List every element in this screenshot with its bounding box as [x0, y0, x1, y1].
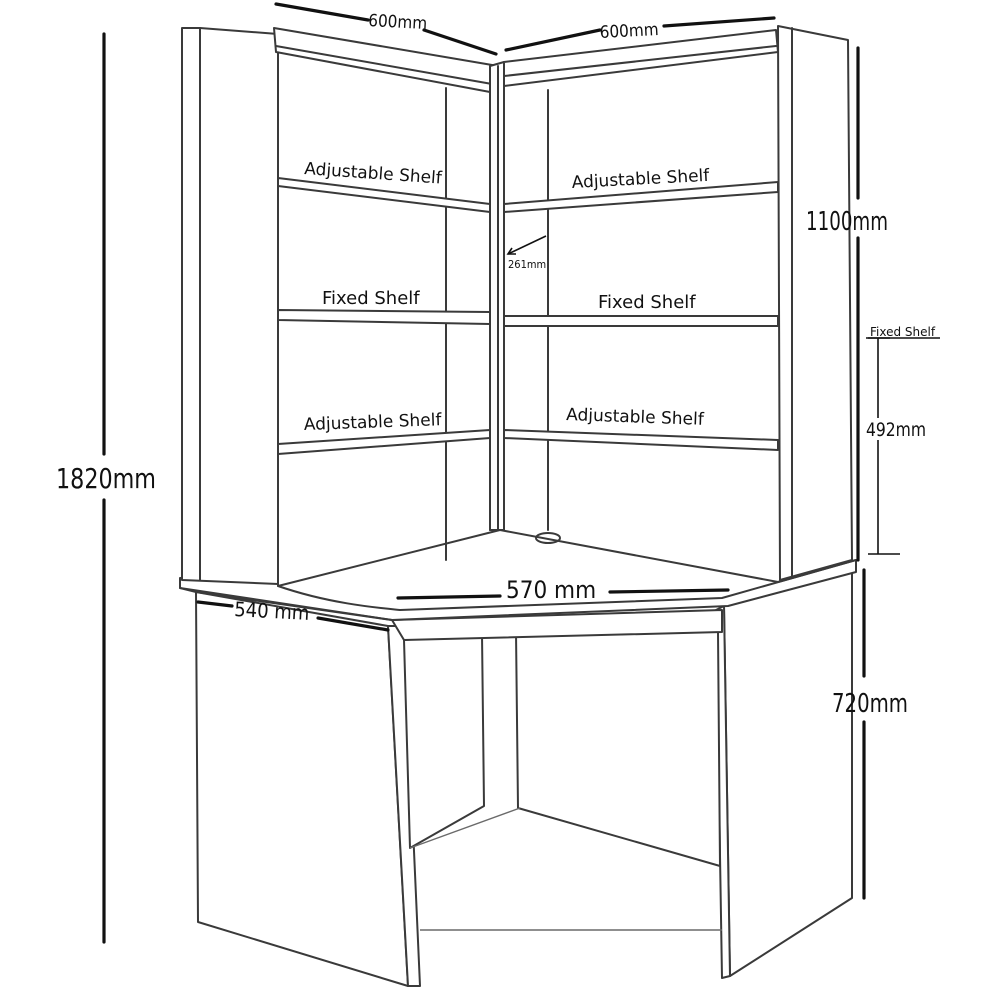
dim-shelf-depth: 261mm	[508, 258, 546, 271]
left-fixed-shelf	[277, 309, 491, 325]
back-modesty-panel-right	[515, 631, 721, 867]
left-leg-panel	[195, 591, 409, 987]
dimension-lines	[102, 2, 940, 944]
right-lower-adjustable-shelf	[503, 429, 779, 451]
label-right-lower-adjustable: Adjustable Shelf	[566, 405, 705, 430]
desk-base	[179, 529, 857, 987]
label-left-fixed: Fixed Shelf	[322, 288, 420, 309]
dim-total-height: 1820mm	[56, 462, 156, 495]
right-hutch-side-panel	[777, 25, 853, 581]
left-hutch-side-panel	[181, 27, 279, 585]
label-side-fixed-shelf: Fixed Shelf	[870, 325, 936, 339]
left-hutch	[181, 27, 499, 585]
label-right-fixed: Fixed Shelf	[598, 292, 696, 313]
dim-top-left-width: 600mm	[368, 11, 428, 34]
dim-desk-height: 720mm	[832, 689, 908, 719]
dim-hutch-height: 1100mm	[806, 207, 888, 237]
left-hutch-top	[273, 27, 499, 93]
dim-top-right-width: 600mm	[599, 20, 659, 43]
dim-desk-front: 570 mm	[506, 576, 596, 604]
back-modesty-panel-left	[403, 633, 485, 849]
right-hutch	[503, 25, 853, 581]
label-left-lower-adjustable: Adjustable Shelf	[303, 410, 442, 435]
dim-shelf-gap: 492mm	[866, 419, 926, 441]
right-fixed-shelf	[503, 315, 779, 327]
dim-desk-side: 540 mm	[234, 597, 310, 625]
right-leg-panel	[723, 567, 853, 977]
cable-grommet	[535, 532, 561, 544]
